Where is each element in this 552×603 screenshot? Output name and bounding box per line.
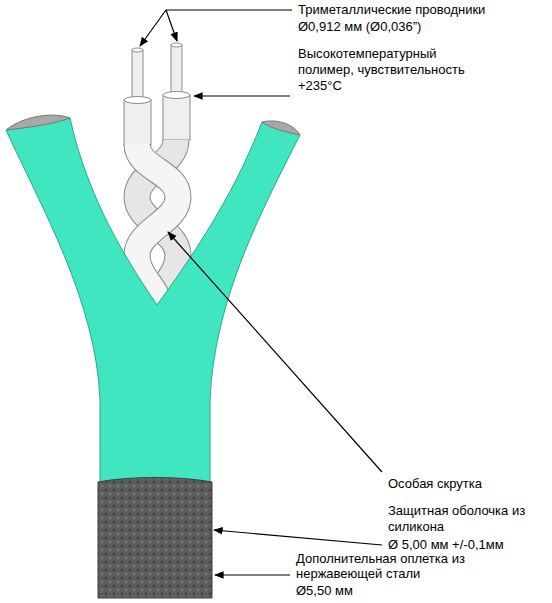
- part-name: Защитная оболочка из силикона: [388, 503, 538, 535]
- stainless-braid: [98, 478, 212, 599]
- part-name: Высокотемпературный полимер, чувствитель…: [298, 46, 483, 94]
- dimension-label: Ø 5,00 мм +/-0,1мм: [388, 537, 504, 553]
- part-name: Дополнительная оплетка из нержавеющей ст…: [296, 551, 481, 581]
- leader-line: [140, 10, 382, 575]
- part-name: Особая скрутка: [388, 476, 482, 492]
- part-name: Триметаллические проводники: [298, 2, 485, 18]
- silicone-jacket: [6, 115, 300, 492]
- dimension-label: Ø0,912 мм (Ø0,036”): [298, 19, 421, 35]
- dimension-label: Ø5,50 мм: [296, 583, 353, 599]
